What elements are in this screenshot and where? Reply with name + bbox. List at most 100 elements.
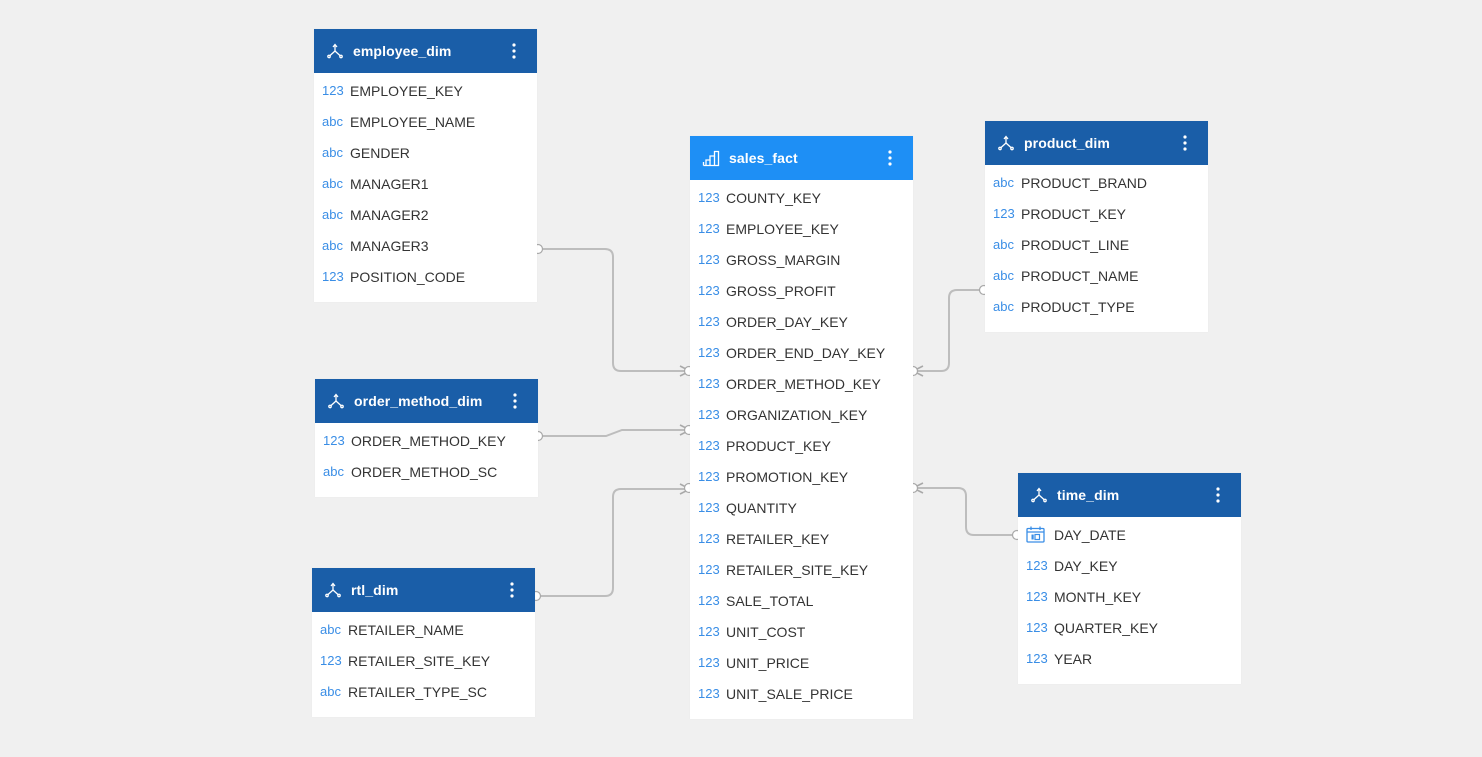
field-type-label: 123 xyxy=(698,221,720,236)
field-name: COUNTY_KEY xyxy=(726,189,821,206)
field-type-label: 123 xyxy=(698,190,720,205)
table-name: employee_dim xyxy=(353,43,452,59)
field-name: PRODUCT_KEY xyxy=(726,437,832,454)
field-type-label: 123 xyxy=(698,314,720,329)
field-name: EMPLOYEE_NAME xyxy=(350,113,476,130)
more-vertical-icon[interactable] xyxy=(500,575,524,605)
relationship-time-sales[interactable] xyxy=(907,482,1023,541)
field-name: MANAGER3 xyxy=(350,237,429,254)
field-type-label: 123 xyxy=(322,269,344,284)
field-name: PRODUCT_TYPE xyxy=(1021,298,1135,315)
field-row[interactable]: 123 EMPLOYEE_KEY xyxy=(690,213,913,244)
field-row[interactable]: 123 UNIT_PRICE xyxy=(690,647,913,678)
more-vertical-icon[interactable] xyxy=(503,386,527,416)
table-header[interactable]: product_dim xyxy=(985,121,1208,165)
field-name: RETAILER_SITE_KEY xyxy=(726,561,869,578)
field-type-label: abc xyxy=(322,114,343,129)
field-name: RETAILER_NAME xyxy=(348,621,464,638)
relationship-employee-sales[interactable] xyxy=(532,243,695,377)
field-type-label: 123 xyxy=(698,624,720,639)
field-type-label: 123 xyxy=(1026,589,1048,604)
table-name: order_method_dim xyxy=(354,393,483,409)
more-vertical-icon[interactable] xyxy=(502,36,526,66)
field-row[interactable]: 123 COUNTY_KEY xyxy=(690,182,913,213)
field-name: ORDER_METHOD_KEY xyxy=(351,432,506,449)
dimension-table-icon xyxy=(325,41,345,61)
field-name: POSITION_CODE xyxy=(350,268,466,285)
field-type-label: 123 xyxy=(698,655,720,670)
table-header[interactable]: time_dim xyxy=(1018,473,1241,517)
relationship-order-method-sales[interactable] xyxy=(532,424,695,442)
field-type-label: 123 xyxy=(1026,620,1048,635)
field-row[interactable]: DAY_DATE xyxy=(1018,519,1241,550)
field-name: GENDER xyxy=(350,144,410,161)
field-row[interactable]: 123 POSITION_CODE xyxy=(314,261,537,292)
table-header[interactable]: sales_fact xyxy=(690,136,913,180)
field-name: DAY_KEY xyxy=(1054,557,1118,574)
field-name: QUARTER_KEY xyxy=(1054,619,1158,636)
field-type-label: 123 xyxy=(698,376,720,391)
more-vertical-icon[interactable] xyxy=(878,143,902,173)
field-name: EMPLOYEE_KEY xyxy=(726,220,839,237)
field-row[interactable]: 123 QUARTER_KEY xyxy=(1018,612,1241,643)
field-type-label: abc xyxy=(322,207,343,222)
calendar-icon xyxy=(1026,526,1054,543)
more-vertical-icon[interactable] xyxy=(1173,128,1197,158)
table-header[interactable]: order_method_dim xyxy=(315,379,538,423)
field-name: UNIT_SALE_PRICE xyxy=(726,685,853,702)
table-name: sales_fact xyxy=(729,150,798,166)
field-row[interactable]: abc ORDER_METHOD_SC xyxy=(315,456,538,487)
dimension-table-icon xyxy=(323,580,343,600)
field-row[interactable]: abc EMPLOYEE_NAME xyxy=(314,106,537,137)
table-header[interactable]: employee_dim xyxy=(314,29,537,73)
relationship-product-sales[interactable] xyxy=(907,284,990,377)
more-vertical-icon[interactable] xyxy=(1206,480,1230,510)
relationship-rtl-sales[interactable] xyxy=(530,482,695,602)
field-name: PRODUCT_LINE xyxy=(1021,236,1130,253)
table-header[interactable]: rtl_dim xyxy=(312,568,535,612)
field-name: UNIT_PRICE xyxy=(726,654,810,671)
field-name: ORDER_METHOD_SC xyxy=(351,463,498,480)
field-type-label: abc xyxy=(323,464,344,479)
